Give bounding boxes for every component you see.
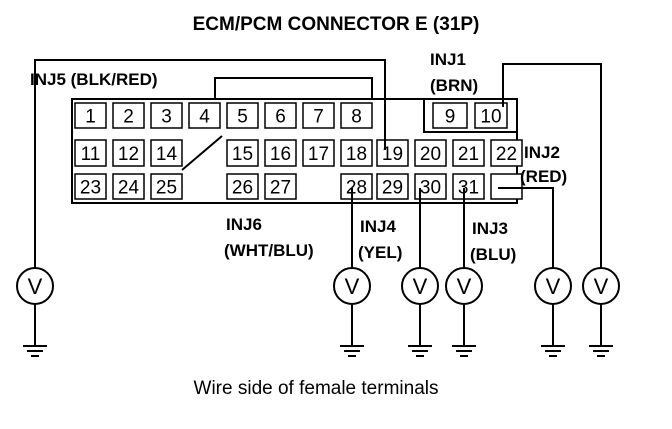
terminal-label-18: 18 [346,144,367,165]
terminal-cavity-10 [474,102,508,129]
terminal-cavity-1 [74,102,107,129]
connector-lock-tab [214,77,373,99]
label-inj2-name: INJ2 [524,143,560,162]
terminal-label-23: 23 [80,178,101,199]
label-inj6-name: INJ6 [226,215,262,234]
terminal-label-28: 28 [346,178,367,199]
terminal-cavity-24 [112,173,145,200]
voltmeter-inj4: V [401,267,439,357]
voltmeter-symbol: V [546,274,561,299]
terminal-cavity-7 [302,102,335,129]
terminal-label-27: 27 [270,178,291,199]
label-inj3-name: INJ3 [472,219,508,238]
terminal-cavity-9 [432,102,468,129]
label-inj5: INJ5 (BLK/RED) [30,70,158,89]
terminal-cavity-22 [490,139,523,167]
terminal-label-11: 11 [81,144,101,165]
terminal-cavity-3 [150,102,183,129]
terminal-label-15: 15 [232,144,253,165]
terminal-cavity-12 [112,139,145,167]
terminal-label-19: 19 [382,144,403,165]
terminal-cavity-18 [340,139,373,167]
terminal-label-14: 14 [156,144,178,165]
terminal-cavity-4 [188,102,221,129]
terminal-label-30: 30 [420,178,441,199]
terminal-label-22: 22 [496,144,517,165]
terminal-label-1: 1 [85,107,96,128]
terminal-cavity-2 [112,102,145,129]
terminal-label-20: 20 [420,144,441,165]
terminal-cavity-29 [376,173,409,200]
wire-inj1 [502,63,602,268]
voltmeter-inj3: V [445,267,483,357]
terminal-cavity-16 [264,139,297,167]
terminal-label-6: 6 [275,107,286,128]
blank-cavity-marker [181,135,223,171]
terminal-label-24: 24 [118,178,140,199]
voltmeter-symbol: V [345,274,360,299]
terminal-label-4: 4 [199,107,210,128]
terminal-cavity-6 [264,102,297,129]
label-inj6-color: (WHT/BLU) [224,241,314,260]
terminal-label-7: 7 [313,107,324,128]
terminal-label-3: 3 [161,107,172,128]
terminal-label-25: 25 [156,178,177,199]
terminal-label-31: 31 [458,178,479,199]
terminal-label-16: 16 [270,144,291,165]
label-inj4-name: INJ4 [360,217,396,236]
diagram-caption: Wire side of female terminals [194,378,439,399]
wire-inj5 [34,59,386,270]
terminal-cavity-28 [340,173,373,200]
terminal-label-8: 8 [351,107,362,128]
terminal-cavity-8 [340,102,373,129]
label-inj3-color: (BLU) [470,245,516,264]
voltmeter-inj5: V [16,267,54,357]
voltmeter-symbol: V [594,274,609,299]
terminal-label-10: 10 [480,107,501,128]
terminal-cavity-undefined [490,173,523,200]
terminal-cavity-14 [150,139,183,167]
voltmeter-inj1: V [582,267,620,357]
terminal-cavity-5 [226,102,259,129]
terminal-cavity-27 [264,173,297,200]
terminal-cavity-20 [414,139,447,167]
terminal-cavity-15 [226,139,259,167]
terminal-cavity-21 [452,139,485,167]
label-inj4-color: (YEL) [358,243,402,262]
terminal-cavity-19 [376,139,409,167]
terminal-cavity-31 [452,173,485,200]
terminal-label-21: 21 [458,144,479,165]
diagram-title: ECM/PCM CONNECTOR E (31P) [193,14,480,35]
terminal-cavity-11 [74,139,107,167]
terminal-label-9: 9 [445,107,456,128]
terminal-label-26: 26 [232,178,253,199]
voltmeter-inj6: V [333,267,371,357]
label-inj1-color: (BRN) [430,76,478,95]
terminal-cavity-25 [150,173,183,200]
terminal-label-2: 2 [123,107,134,128]
label-inj1-name: INJ1 [430,50,466,69]
terminal-label-12: 12 [118,144,139,165]
terminal-cavity-23 [74,173,107,200]
label-inj2-color: (RED) [520,167,567,186]
wire-inj2 [498,187,554,268]
voltmeter-symbol: V [413,274,428,299]
terminal-label-17: 17 [308,144,329,165]
probe-wires [34,59,602,270]
terminal-label-29: 29 [382,178,403,199]
voltmeter-symbol: V [457,274,472,299]
terminal-cavity-26 [226,173,259,200]
voltmeter-symbol: V [28,274,43,299]
voltmeter-inj2: V [534,267,572,357]
terminal-label-5: 5 [237,107,248,128]
terminal-cavity-17 [302,139,335,167]
